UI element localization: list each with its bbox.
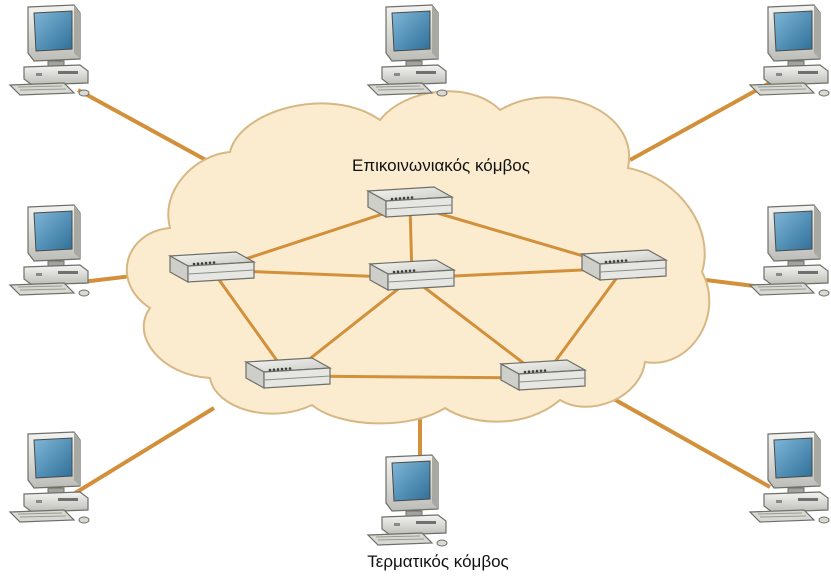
switch-right: [581, 249, 667, 281]
switch-center: [369, 259, 455, 291]
computer-icon: [9, 431, 90, 524]
switch-link: [210, 269, 290, 377]
terminal-links: [70, 78, 776, 497]
computer-icon: [749, 4, 830, 97]
terminal-link: [81, 274, 133, 284]
switch-left: [169, 251, 255, 283]
computer-icon: [367, 454, 448, 547]
switch-top: [367, 186, 453, 218]
network-cloud: [125, 90, 711, 425]
computer-icon: [367, 4, 448, 97]
computer-icon: [9, 204, 90, 297]
computer-icon: [749, 204, 830, 297]
switch-link: [411, 276, 544, 380]
switch-bottom-left: [245, 357, 331, 389]
switch-bottom-right: [500, 359, 586, 391]
computer-icon: [749, 431, 830, 524]
terminal-node-label: Τερματικός κόμβος: [367, 552, 509, 571]
computer-icon: [9, 4, 90, 97]
communication-node-label: Επικοινωνιακός κόμβος: [352, 156, 530, 175]
switch-link: [541, 267, 626, 379]
terminal-link: [611, 396, 771, 489]
terminal-link: [629, 78, 776, 162]
terminal-link: [70, 406, 216, 497]
terminal-link: [77, 88, 216, 167]
